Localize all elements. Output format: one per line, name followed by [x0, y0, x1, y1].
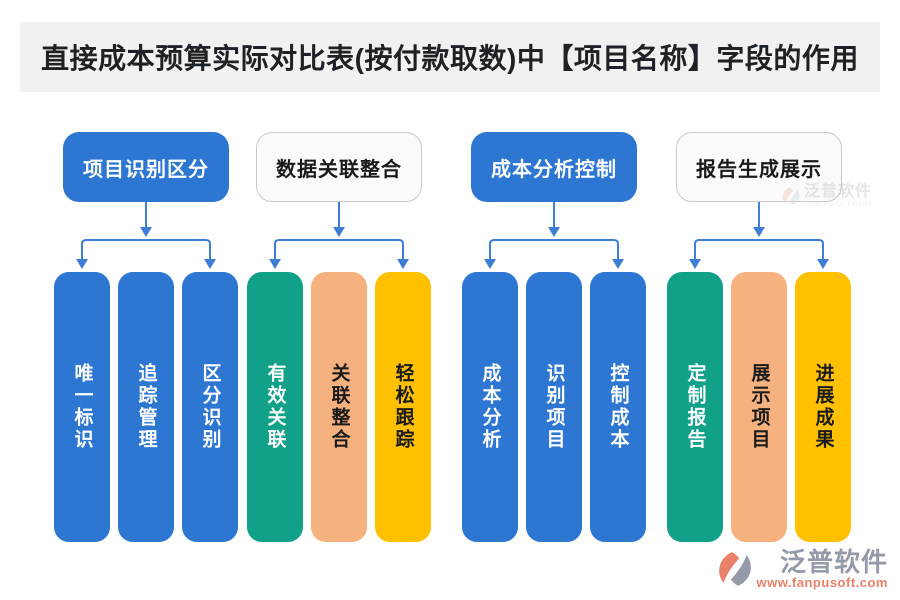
- brand-name: 泛普软件: [779, 547, 888, 577]
- group-header: 数据关联整合: [256, 132, 422, 202]
- bar: 轻松跟踪: [375, 272, 431, 542]
- bar: 区分识别: [182, 272, 238, 542]
- bar-label: 轻松跟踪: [392, 363, 414, 451]
- group-cost-analysis: 成本分析控制 成本分析 识别项目 控制成本: [462, 132, 646, 542]
- bar: 关联整合: [311, 272, 367, 542]
- brand-website: www.fanpusoft.com: [756, 575, 888, 590]
- bar-label: 识别项目: [543, 363, 565, 451]
- bar-label: 区分识别: [199, 363, 221, 451]
- bar-label: 追踪管理: [135, 363, 157, 451]
- bar-label: 进展成果: [812, 363, 834, 451]
- bars-row: 有效关联 关联整合 轻松跟踪: [247, 272, 431, 542]
- group-header-label: 数据关联整合: [276, 158, 402, 181]
- group-report-display: 报告生成展示 定制报告 展示项目 进展成果: [667, 132, 851, 542]
- group-header: 成本分析控制: [471, 132, 637, 202]
- group-header: 项目识别区分: [63, 132, 229, 202]
- branch-arrows-icon: [76, 202, 216, 269]
- bar: 追踪管理: [118, 272, 174, 542]
- bars-row: 定制报告 展示项目 进展成果: [667, 272, 851, 542]
- bar: 展示项目: [731, 272, 787, 542]
- bar: 控制成本: [590, 272, 646, 542]
- bar: 定制报告: [667, 272, 723, 542]
- bar-label: 控制成本: [607, 363, 629, 451]
- bar: 成本分析: [462, 272, 518, 542]
- bar: 唯一标识: [54, 272, 110, 542]
- bar: 识别项目: [526, 272, 582, 542]
- page-title: 直接成本预算实际对比表(按付款取数)中【项目名称】字段的作用: [41, 43, 859, 74]
- group-header-label: 成本分析控制: [491, 158, 617, 181]
- bars-row: 成本分析 识别项目 控制成本: [462, 272, 646, 542]
- branch-arrows-icon: [689, 202, 829, 269]
- bar-label: 定制报告: [684, 363, 706, 451]
- brand-footer: 泛普软件 www.fanpusoft.com: [716, 549, 888, 589]
- bar: 有效关联: [247, 272, 303, 542]
- bar-label: 成本分析: [479, 363, 501, 451]
- group-project-identification: 项目识别区分 唯一标识 追踪管理 区分识别: [54, 132, 238, 542]
- group-data-integration: 数据关联整合 有效关联 关联整合 轻松跟踪: [247, 132, 431, 542]
- bar-label: 唯一标识: [71, 363, 93, 451]
- bar-label: 有效关联: [264, 363, 286, 451]
- bar-label: 关联整合: [328, 363, 350, 451]
- fanpu-logo-icon: [719, 552, 752, 586]
- group-header: 报告生成展示: [676, 132, 842, 202]
- branch-arrows-icon: [269, 202, 409, 269]
- title-banner: 直接成本预算实际对比表(按付款取数)中【项目名称】字段的作用: [20, 22, 880, 92]
- group-header-label: 项目识别区分: [83, 158, 209, 181]
- group-header-label: 报告生成展示: [696, 158, 822, 181]
- bar-label: 展示项目: [748, 363, 770, 451]
- branch-arrows-icon: [484, 202, 624, 269]
- bars-row: 唯一标识 追踪管理 区分识别: [54, 272, 238, 542]
- bar: 进展成果: [795, 272, 851, 542]
